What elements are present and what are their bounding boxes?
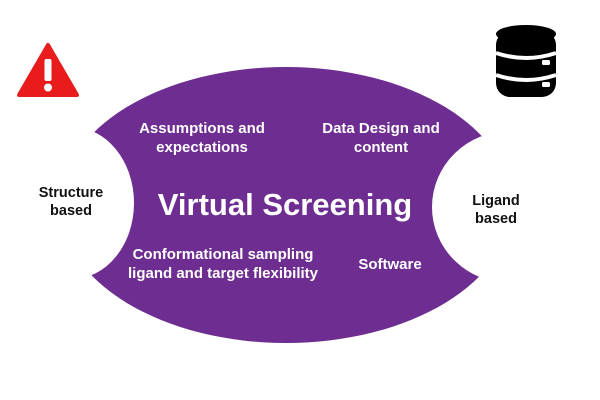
topic-line: ligand and target flexibility: [127, 264, 319, 282]
topic-line: Data Design and: [322, 120, 440, 137]
side-label-line: based: [50, 203, 92, 220]
topic-assumptions: Assumptions and expectations: [122, 120, 282, 158]
topic-line: Software: [358, 256, 422, 273]
topic-line: content: [353, 138, 409, 156]
diagram-title: Virtual Screening: [157, 187, 413, 222]
topic-line: expectations: [156, 138, 248, 156]
topic-line: Conformational sampling: [132, 246, 314, 263]
side-label-line: Structure: [38, 185, 104, 201]
central-ellipse: [60, 67, 512, 343]
side-label-ligand-based: Ligand based: [460, 192, 532, 228]
side-label-structure-based: Structure based: [26, 184, 116, 220]
database-icon: [495, 25, 557, 97]
topic-data-design: Data Design and content: [300, 120, 462, 158]
warning-icon: [17, 43, 79, 97]
topic-line: Assumptions and: [139, 120, 265, 137]
side-label-line: based: [475, 211, 517, 228]
topic-software: Software: [340, 256, 440, 275]
side-label-line: Ligand: [472, 193, 520, 209]
topic-conformational-sampling: Conformational sampling ligand and targe…: [108, 246, 338, 284]
